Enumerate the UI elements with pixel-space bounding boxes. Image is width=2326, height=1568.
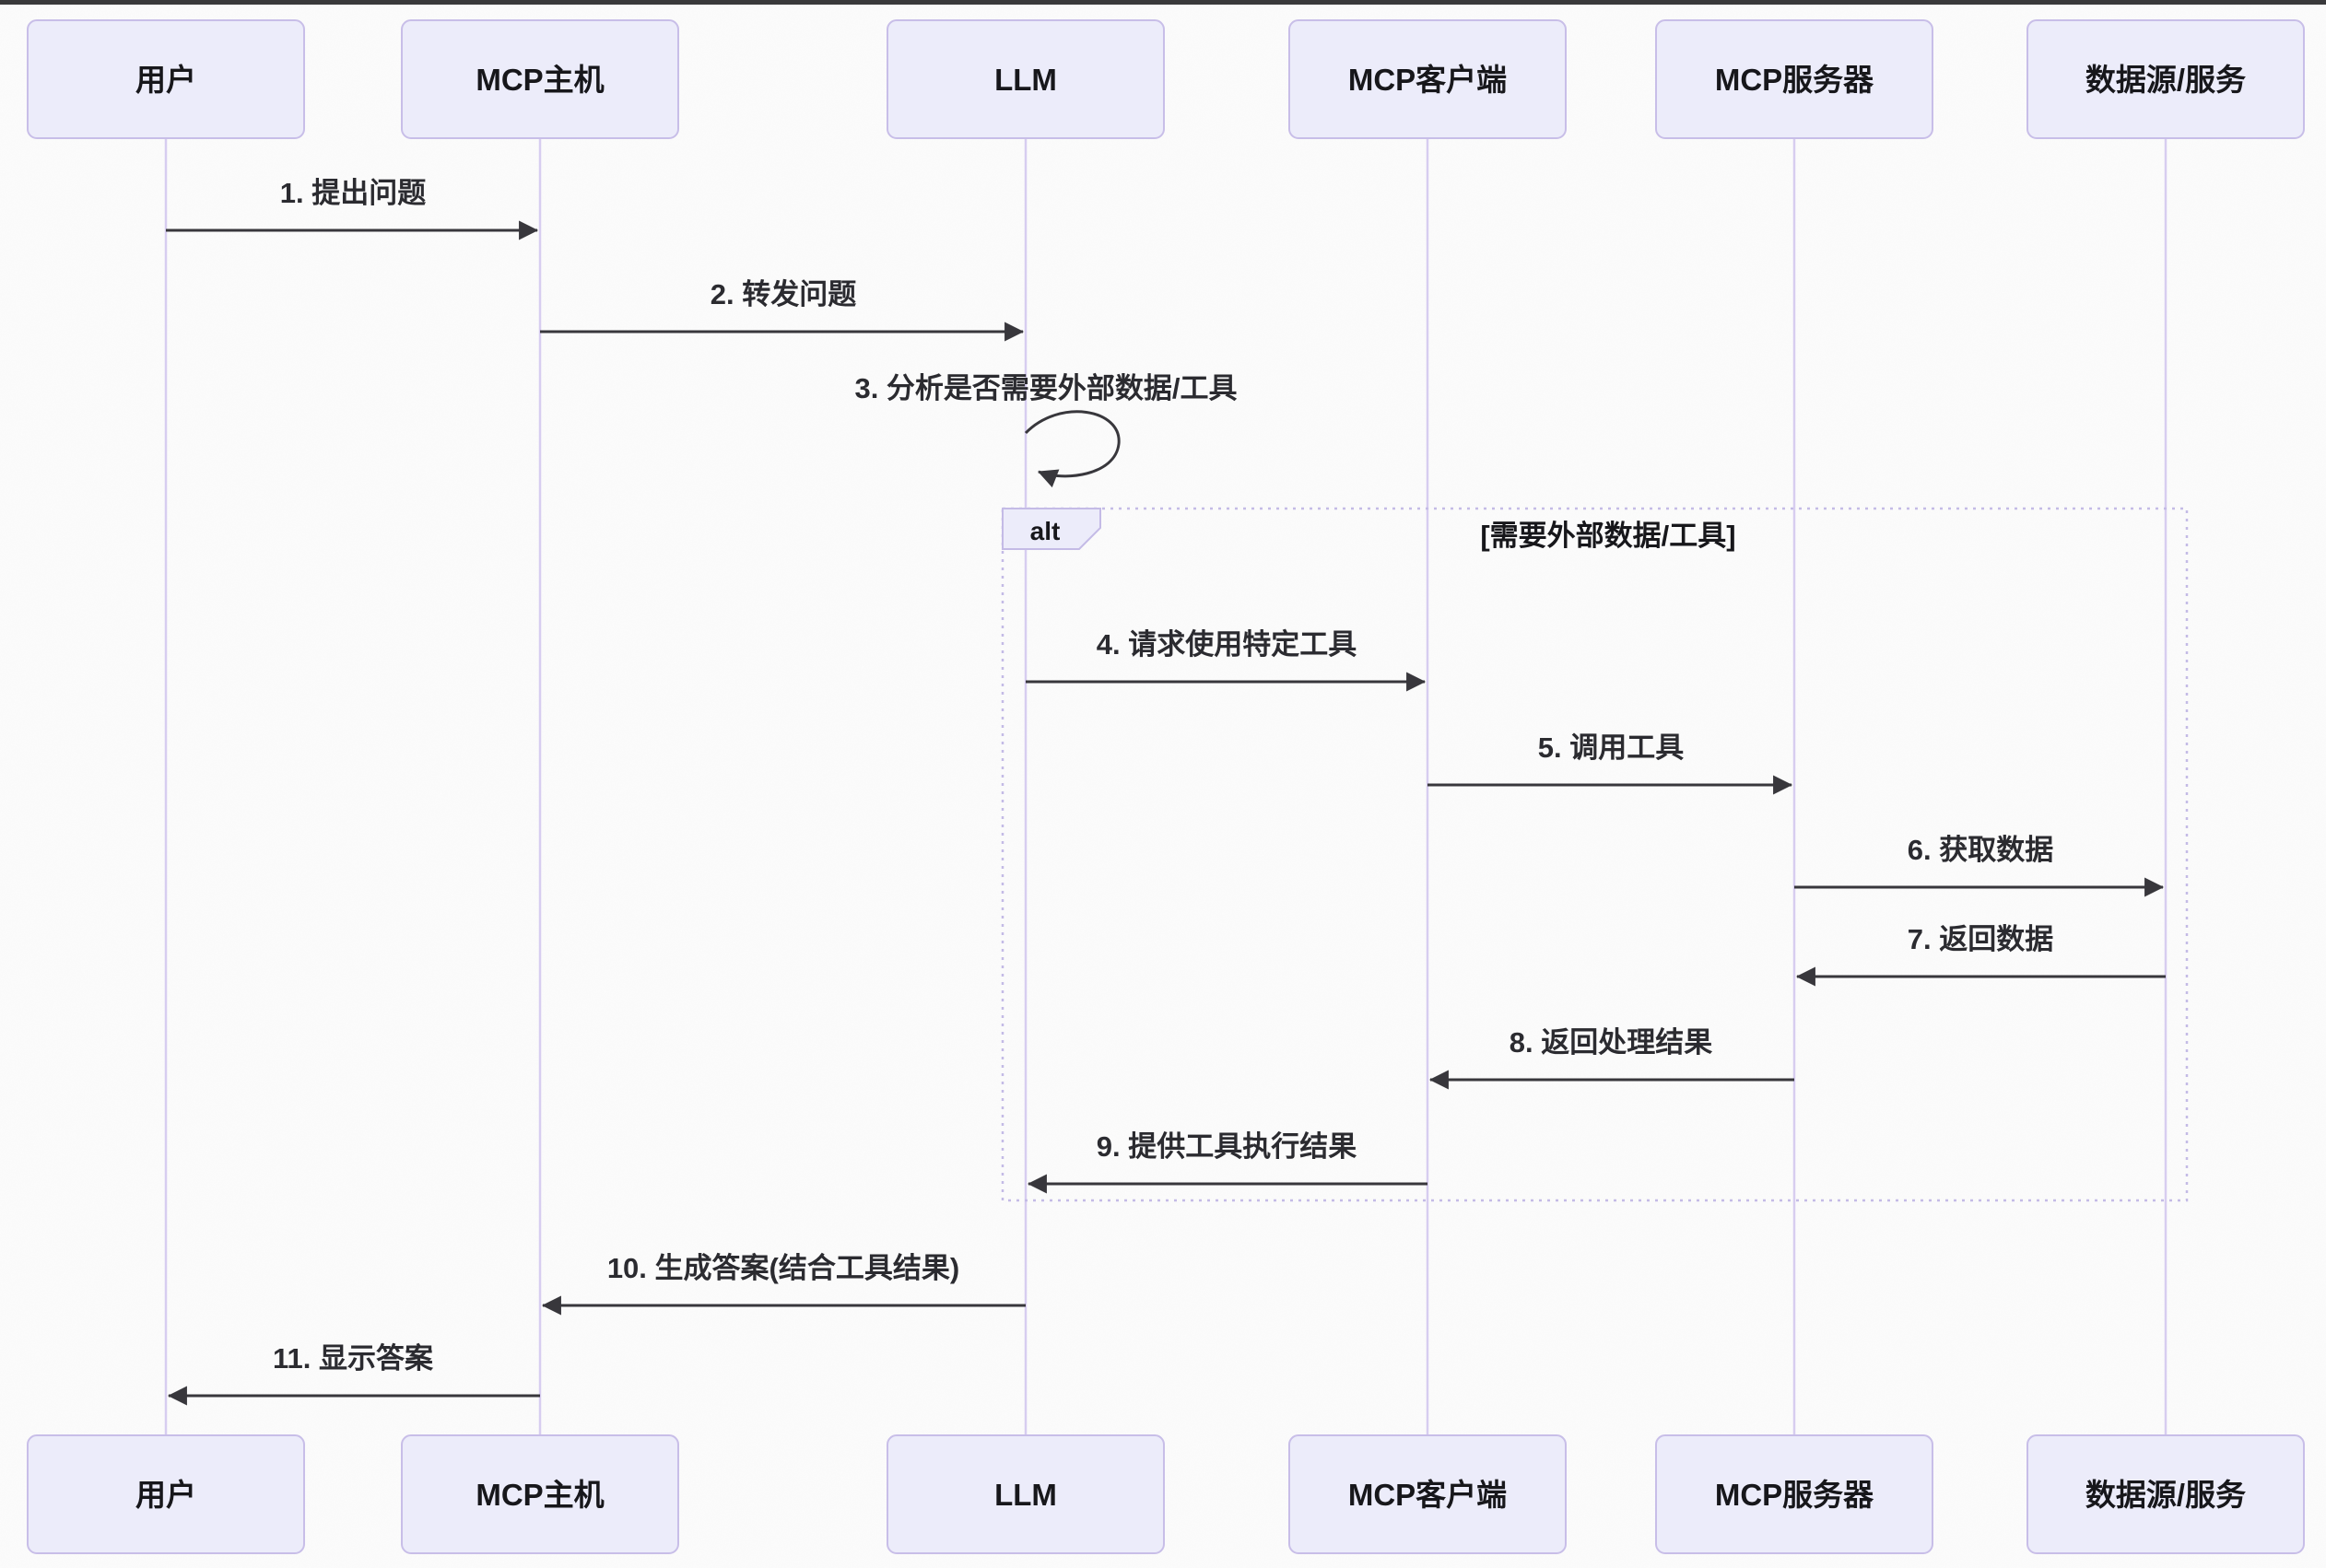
window-top-edge xyxy=(0,0,2326,5)
actor-mcp-server-top: MCP服务器 xyxy=(1655,19,1933,139)
message-1-label: 1. 提出问题 xyxy=(280,177,426,209)
actor-data-source-bottom-label: 数据源/服务 xyxy=(2085,1478,2246,1512)
message-9-label: 9. 提供工具执行结果 xyxy=(1097,1130,1357,1163)
actor-mcp-client-top-box xyxy=(1288,19,1567,139)
actor-llm-top: LLM xyxy=(887,19,1165,139)
actor-llm-bottom-label: LLM xyxy=(994,1478,1057,1512)
message-11-label: 11. 显示答案 xyxy=(273,1342,434,1375)
actor-user-bottom-label: 用户 xyxy=(135,1478,196,1512)
actor-user-top-label: 用户 xyxy=(135,63,196,97)
message-5: 5. 调用工具 xyxy=(1427,731,1793,795)
actor-user-top: 用户 xyxy=(27,19,305,139)
actor-mcp-host-bottom-label: MCP主机 xyxy=(476,1478,604,1512)
actor-mcp-client-bottom: MCP客户端 xyxy=(1288,1434,1567,1554)
actor-mcp-client-top: MCP客户端 xyxy=(1288,19,1567,139)
message-8-label: 8. 返回处理结果 xyxy=(1510,1026,1712,1059)
actor-mcp-client-top-label: MCP客户端 xyxy=(1348,63,1507,97)
message-7-label: 7. 返回数据 xyxy=(1908,923,2053,955)
message-10: 10. 生成答案(结合工具结果) xyxy=(541,1252,1026,1316)
actor-data-source-top-box xyxy=(2026,19,2305,139)
actor-mcp-host-bottom: MCP主机 xyxy=(401,1434,679,1554)
alt-operator-text: alt xyxy=(1030,517,1061,545)
actor-mcp-host-top: MCP主机 xyxy=(401,19,679,139)
message-8: 8. 返回处理结果 xyxy=(1428,1026,1794,1090)
alt-condition-text: [需要外部数据/工具] xyxy=(1480,520,1735,552)
actor-mcp-host-top-box xyxy=(401,19,679,139)
actor-mcp-client-bottom-label: MCP客户端 xyxy=(1348,1478,1507,1512)
actors-bottom: 用户 MCP主机 LLM MCP客户端 MCP服务器 数据源/服务 xyxy=(27,1434,2305,1554)
message-10-label: 10. 生成答案(结合工具结果) xyxy=(607,1252,959,1284)
message-2: 2. 转发问题 xyxy=(540,278,1025,342)
actor-mcp-server-top-box xyxy=(1655,19,1933,139)
message-6: 6. 获取数据 xyxy=(1794,834,2165,897)
message-2-label: 2. 转发问题 xyxy=(711,278,856,310)
actor-user-bottom-box xyxy=(27,1434,305,1554)
actor-data-source-top: 数据源/服务 xyxy=(2026,19,2305,139)
actor-llm-bottom: LLM xyxy=(887,1434,1165,1554)
lifelines xyxy=(164,138,2167,1435)
message-7: 7. 返回数据 xyxy=(1795,923,2166,987)
message-4-label: 4. 请求使用特定工具 xyxy=(1097,628,1357,661)
actor-llm-bottom-box xyxy=(887,1434,1165,1554)
actor-mcp-host-top-label: MCP主机 xyxy=(476,63,604,97)
actor-llm-top-label: LLM xyxy=(994,63,1057,97)
message-9: 9. 提供工具执行结果 xyxy=(1027,1130,1427,1194)
actor-llm-top-box xyxy=(887,19,1165,139)
actor-mcp-server-bottom: MCP服务器 xyxy=(1655,1434,1933,1554)
actor-mcp-server-bottom-label: MCP服务器 xyxy=(1715,1478,1874,1512)
message-3-self-loop: 3. 分析是否需要外部数据/工具 xyxy=(854,372,1238,488)
actor-mcp-server-top-label: MCP服务器 xyxy=(1715,63,1874,97)
actor-mcp-host-bottom-box xyxy=(401,1434,679,1554)
actor-user-top-box xyxy=(27,19,305,139)
message-3-label: 3. 分析是否需要外部数据/工具 xyxy=(854,372,1237,404)
actor-data-source-top-label: 数据源/服务 xyxy=(2085,63,2246,97)
alt-operator-label xyxy=(1002,508,1101,550)
actor-data-source-bottom-box xyxy=(2026,1434,2305,1554)
actor-mcp-server-bottom-box xyxy=(1655,1434,1933,1554)
actor-mcp-client-bottom-box xyxy=(1288,1434,1567,1554)
actor-user-bottom: 用户 xyxy=(27,1434,305,1554)
message-4: 4. 请求使用特定工具 xyxy=(1026,628,1427,692)
actor-data-source-bottom: 数据源/服务 xyxy=(2026,1434,2305,1554)
message-3-arrow xyxy=(1024,410,1121,488)
actors-top: 用户 MCP主机 LLM MCP客户端 MCP服务器 数据源/服务 xyxy=(27,19,2305,139)
message-1: 1. 提出问题 xyxy=(166,177,539,240)
messages: 1. 提出问题 2. 转发问题 3. 分析是否需要外部数据/工具 4. 请求使用… xyxy=(166,177,2166,1406)
message-5-label: 5. 调用工具 xyxy=(1538,731,1684,764)
message-6-label: 6. 获取数据 xyxy=(1908,834,2053,866)
message-11: 11. 显示答案 xyxy=(167,1342,540,1406)
alt-fragment: alt [需要外部数据/工具] xyxy=(1001,507,2189,1202)
